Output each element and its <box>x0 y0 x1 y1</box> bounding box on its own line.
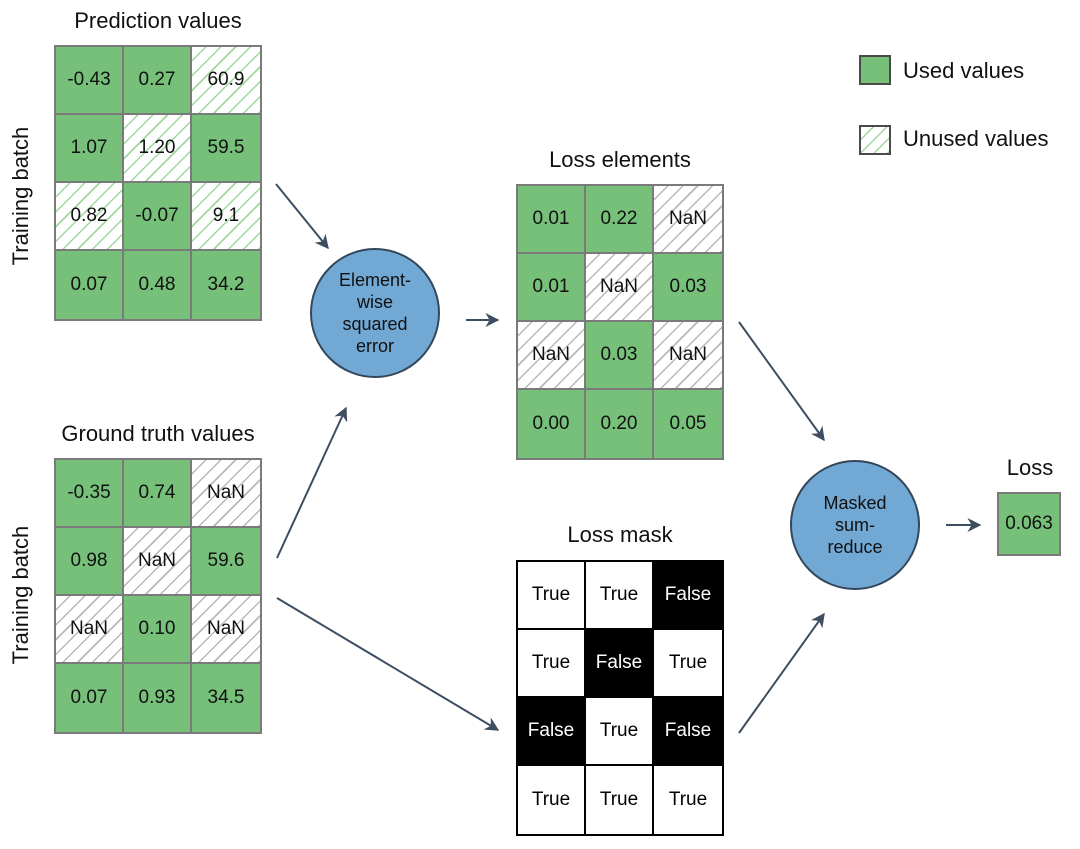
unused-value-cell: NaN <box>586 254 654 322</box>
unused-value-cell: NaN <box>654 186 722 254</box>
used-value-cell: 1.07 <box>56 115 124 183</box>
mask-false-cell: False <box>518 698 586 766</box>
masked-sum-label: Masked sum- reduce <box>823 493 887 557</box>
mask-true-cell: True <box>586 766 654 834</box>
arrow-truth-to-error <box>276 406 348 559</box>
used-value-cell: 59.6 <box>192 528 260 596</box>
unused-value-cell: 1.20 <box>124 115 192 183</box>
arrow-loss-elements-to-sum <box>738 321 825 442</box>
used-value-cell: 0.07 <box>56 664 124 732</box>
used-value-cell: 0.20 <box>586 390 654 458</box>
used-value-cell: -0.43 <box>56 47 124 115</box>
used-value-cell: 0.03 <box>586 322 654 390</box>
unused-value-cell: 60.9 <box>192 47 260 115</box>
used-value-cell: 34.2 <box>192 251 260 319</box>
arrow-mask-to-sum <box>738 612 825 734</box>
used-value-cell: 0.05 <box>654 390 722 458</box>
used-value-cell: 0.22 <box>586 186 654 254</box>
unused-value-cell: NaN <box>192 460 260 528</box>
used-value-cell: 0.01 <box>518 186 586 254</box>
used-value-cell: 0.00 <box>518 390 586 458</box>
used-value-cell: 0.07 <box>56 251 124 319</box>
mask-true-cell: True <box>654 766 722 834</box>
prediction-title: Prediction values <box>74 8 242 33</box>
legend-used-swatch <box>859 55 891 85</box>
used-value-cell: 0.03 <box>654 254 722 322</box>
used-value-cell: 0.27 <box>124 47 192 115</box>
mask-true-cell: True <box>586 562 654 630</box>
ground-truth-title: Ground truth values <box>61 421 255 446</box>
used-value-cell: 0.10 <box>124 596 192 664</box>
unused-value-cell: 0.82 <box>56 183 124 251</box>
unused-value-cell: NaN <box>518 322 586 390</box>
mask-false-cell: False <box>586 630 654 698</box>
unused-value-cell: 9.1 <box>192 183 260 251</box>
used-value-cell: 0.74 <box>124 460 192 528</box>
mask-true-cell: True <box>518 562 586 630</box>
used-value-cell: 0.01 <box>518 254 586 322</box>
loss-value: 0.063 <box>1005 513 1053 534</box>
used-value-cell: -0.35 <box>56 460 124 528</box>
used-value-cell: 59.5 <box>192 115 260 183</box>
mask-true-cell: True <box>654 630 722 698</box>
squared-error-label: Element- wise squared error <box>338 270 412 356</box>
loss-mask-title: Loss mask <box>567 522 673 547</box>
unused-value-cell: NaN <box>124 528 192 596</box>
legend-unused-label: Unused values <box>903 126 1049 151</box>
squared-error-node: Element- wise squared error <box>310 248 440 378</box>
loss-elements-title: Loss elements <box>549 147 691 172</box>
arrow-truth-to-mask <box>276 597 500 731</box>
arrow-prediction-to-error <box>275 183 329 250</box>
used-value-cell: 0.98 <box>56 528 124 596</box>
legend-unused-swatch <box>859 125 891 155</box>
unused-value-cell: NaN <box>56 596 124 664</box>
mask-true-cell: True <box>518 630 586 698</box>
mask-false-cell: False <box>654 562 722 630</box>
mask-true-cell: True <box>586 698 654 766</box>
legend-used-label: Used values <box>903 58 1025 83</box>
loss-title: Loss <box>1006 455 1054 480</box>
used-value-cell: -0.07 <box>124 183 192 251</box>
loss-value-box: 0.063 <box>997 492 1061 556</box>
masked-sum-node: Masked sum- reduce <box>790 460 920 590</box>
unused-value-cell: NaN <box>192 596 260 664</box>
used-value-cell: 0.48 <box>124 251 192 319</box>
mask-false-cell: False <box>654 698 722 766</box>
mask-true-cell: True <box>518 766 586 834</box>
used-value-cell: 0.93 <box>124 664 192 732</box>
unused-value-cell: NaN <box>654 322 722 390</box>
used-value-cell: 34.5 <box>192 664 260 732</box>
